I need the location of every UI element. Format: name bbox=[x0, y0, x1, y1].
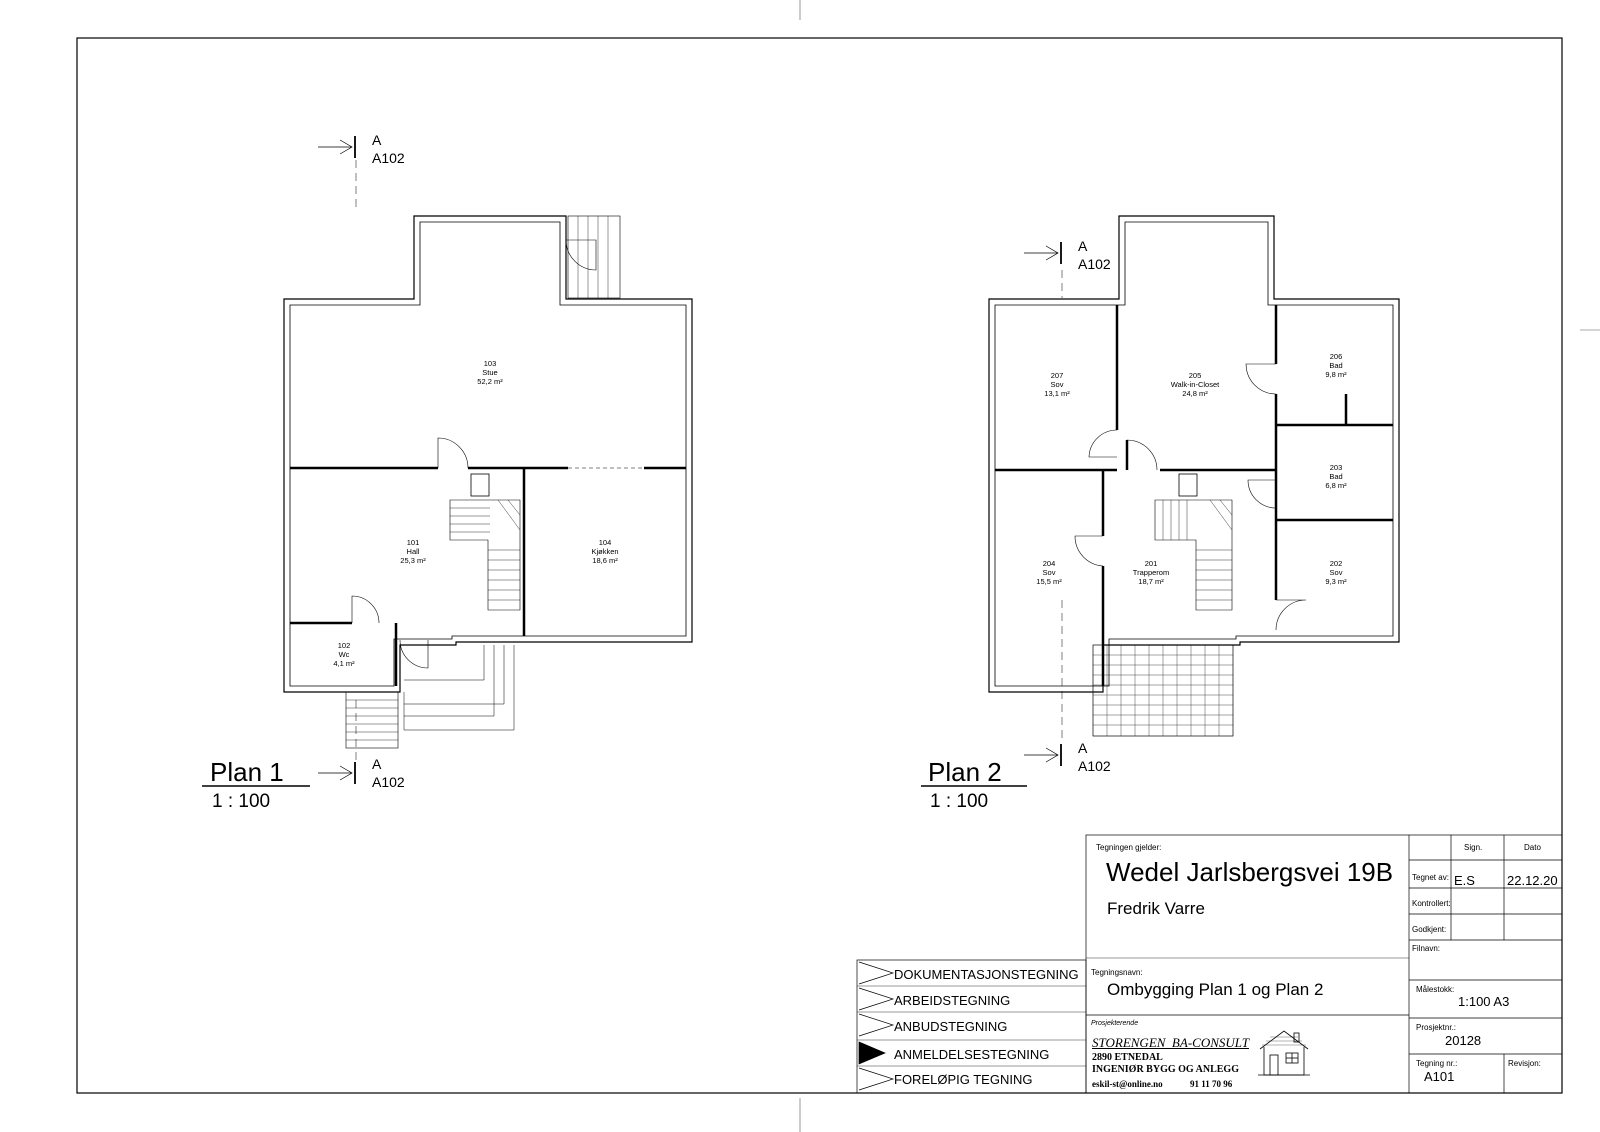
stage-markers bbox=[858, 961, 895, 1091]
svg-text:Sov: Sov bbox=[1330, 568, 1343, 577]
section-marker-letter: A bbox=[1078, 238, 1088, 254]
svg-text:204: 204 bbox=[1043, 559, 1056, 568]
svg-text:52,2 m²: 52,2 m² bbox=[477, 377, 503, 386]
approved-label: Godkjent: bbox=[1412, 925, 1447, 934]
designer-tagline: INGENIØR BYGG OG ANLEGG bbox=[1092, 1064, 1239, 1075]
svg-text:18,7 m²: 18,7 m² bbox=[1138, 577, 1164, 586]
svg-text:201: 201 bbox=[1145, 559, 1158, 568]
file-label: Filnavn: bbox=[1412, 944, 1441, 953]
checked-label: Kontrollert: bbox=[1412, 899, 1451, 908]
svg-text:15,5 m²: 15,5 m² bbox=[1036, 577, 1062, 586]
chevron-icon bbox=[858, 1013, 895, 1037]
house-logo-icon bbox=[1258, 1030, 1310, 1076]
svg-text:18,6 m²: 18,6 m² bbox=[592, 556, 618, 565]
drawn-by-label: Tegnet av: bbox=[1412, 873, 1449, 882]
plan-2-scale: 1 : 100 bbox=[930, 791, 988, 812]
svg-text:Kjøkken: Kjøkken bbox=[591, 547, 618, 556]
svg-text:206: 206 bbox=[1330, 352, 1343, 361]
section-marker-ref: A102 bbox=[372, 774, 405, 790]
svg-text:103: 103 bbox=[484, 359, 497, 368]
client-name: Fredrik Varre bbox=[1107, 899, 1205, 918]
designer-address: 2890 ETNEDAL bbox=[1092, 1052, 1163, 1063]
drawn-by: E.S bbox=[1454, 873, 1475, 888]
room-label: 202 Sov 9,3 m² bbox=[1325, 559, 1347, 586]
room-label: 104 Kjøkken 18,6 m² bbox=[591, 538, 618, 565]
svg-text:4,1 m²: 4,1 m² bbox=[333, 659, 355, 668]
stage-forelopig-tegning: FORELØPIG TEGNING bbox=[894, 1072, 1033, 1087]
drawing-name-label: Tegningsnavn: bbox=[1091, 968, 1143, 977]
room-label: 201 Trapperom 18,7 m² bbox=[1133, 559, 1169, 586]
svg-text:9,3 m²: 9,3 m² bbox=[1325, 577, 1347, 586]
svg-text:205: 205 bbox=[1189, 371, 1202, 380]
svg-text:Bad: Bad bbox=[1329, 472, 1342, 481]
stage-anmeldelsestegning: ANMELDELSESTEGNING bbox=[894, 1047, 1050, 1062]
svg-text:Bad: Bad bbox=[1329, 361, 1342, 370]
stage-anbudstegning: ANBUDSTEGNING bbox=[894, 1019, 1008, 1034]
room-label: 103 Stue 52,2 m² bbox=[477, 359, 503, 386]
chevron-icon bbox=[858, 961, 895, 985]
svg-text:13,1 m²: 13,1 m² bbox=[1044, 389, 1070, 398]
svg-text:6,8 m²: 6,8 m² bbox=[1325, 481, 1347, 490]
room-label: 101 Hall 25,3 m² bbox=[400, 538, 426, 565]
scale-label: Målestokk: bbox=[1416, 985, 1455, 994]
svg-text:Trapperom: Trapperom bbox=[1133, 568, 1169, 577]
plan-1-scale: 1 : 100 bbox=[212, 791, 270, 812]
project-address: Wedel Jarlsbergsvei 19B bbox=[1106, 857, 1394, 887]
section-marker-ref: A102 bbox=[372, 150, 405, 166]
section-marker-ref: A102 bbox=[1078, 256, 1111, 272]
section-marker-letter: A bbox=[372, 756, 382, 772]
stage-arbeidstegning: ARBEIDSTEGNING bbox=[894, 993, 1011, 1008]
plan-1-drawing: A A102 A A102 Plan 1 1 : 100 103 Stue 52… bbox=[202, 132, 693, 812]
plan-2-title: Plan 2 bbox=[928, 757, 1002, 787]
project-number-label: Prosjektnr.: bbox=[1416, 1023, 1457, 1032]
svg-text:25,3 m²: 25,3 m² bbox=[400, 556, 426, 565]
svg-text:9,8 m²: 9,8 m² bbox=[1325, 370, 1347, 379]
room-label: 207 Sov 13,1 m² bbox=[1044, 371, 1070, 398]
svg-text:Sov: Sov bbox=[1043, 568, 1056, 577]
designer-phone: 91 11 70 96 bbox=[1190, 1079, 1233, 1089]
drawing-name: Ombygging Plan 1 og Plan 2 bbox=[1107, 980, 1324, 999]
revision-label: Revisjon: bbox=[1508, 1059, 1541, 1068]
svg-text:203: 203 bbox=[1330, 463, 1343, 472]
chevron-icon bbox=[858, 987, 895, 1011]
drawing-number: A101 bbox=[1424, 1069, 1455, 1084]
room-label: 206 Bad 9,8 m² bbox=[1325, 352, 1347, 379]
svg-text:104: 104 bbox=[599, 538, 612, 547]
svg-text:207: 207 bbox=[1051, 371, 1064, 380]
plan-2-drawing: A A102 A A102 Plan 2 1 : 100 207 Sov 13,… bbox=[921, 215, 1400, 812]
svg-text:101: 101 bbox=[407, 538, 420, 547]
svg-text:202: 202 bbox=[1330, 559, 1343, 568]
date-header: Dato bbox=[1524, 843, 1541, 852]
designer-label: Prosjekterende bbox=[1091, 1020, 1139, 1027]
section-marker-letter: A bbox=[1078, 740, 1088, 756]
svg-text:Walk-in-Closet: Walk-in-Closet bbox=[1171, 380, 1220, 389]
designer-email: eskil-st@online.no bbox=[1092, 1079, 1163, 1089]
filled-chevron-icon bbox=[858, 1041, 886, 1065]
chevron-icon bbox=[858, 1067, 895, 1091]
drawing-number-label: Tegning nr.: bbox=[1416, 1059, 1458, 1068]
applies-label: Tegningen gjelder: bbox=[1096, 843, 1162, 852]
stage-dokumentasjonstegning: DOKUMENTASJONSTEGNING bbox=[894, 967, 1079, 982]
drawn-date: 22.12.20 bbox=[1507, 873, 1558, 888]
designer-company: STORENGEN BA-CONSULT bbox=[1092, 1035, 1249, 1050]
svg-text:Hall: Hall bbox=[407, 547, 420, 556]
svg-text:24,8 m²: 24,8 m² bbox=[1182, 389, 1208, 398]
svg-text:102: 102 bbox=[338, 641, 351, 650]
svg-text:Sov: Sov bbox=[1051, 380, 1064, 389]
sign-header: Sign. bbox=[1464, 843, 1483, 852]
svg-text:Wc: Wc bbox=[339, 650, 350, 659]
room-label: 102 Wc 4,1 m² bbox=[333, 641, 355, 668]
project-number: 20128 bbox=[1445, 1033, 1482, 1048]
room-label: 205 Walk-in-Closet 24,8 m² bbox=[1171, 371, 1220, 398]
svg-text:Stue: Stue bbox=[482, 368, 497, 377]
room-label: 204 Sov 15,5 m² bbox=[1036, 559, 1062, 586]
scale-value: 1:100 A3 bbox=[1458, 994, 1510, 1009]
plan-1-title: Plan 1 bbox=[210, 757, 284, 787]
section-marker-ref: A102 bbox=[1078, 758, 1111, 774]
section-marker-letter: A bbox=[372, 132, 382, 148]
room-label: 203 Bad 6,8 m² bbox=[1325, 463, 1347, 490]
